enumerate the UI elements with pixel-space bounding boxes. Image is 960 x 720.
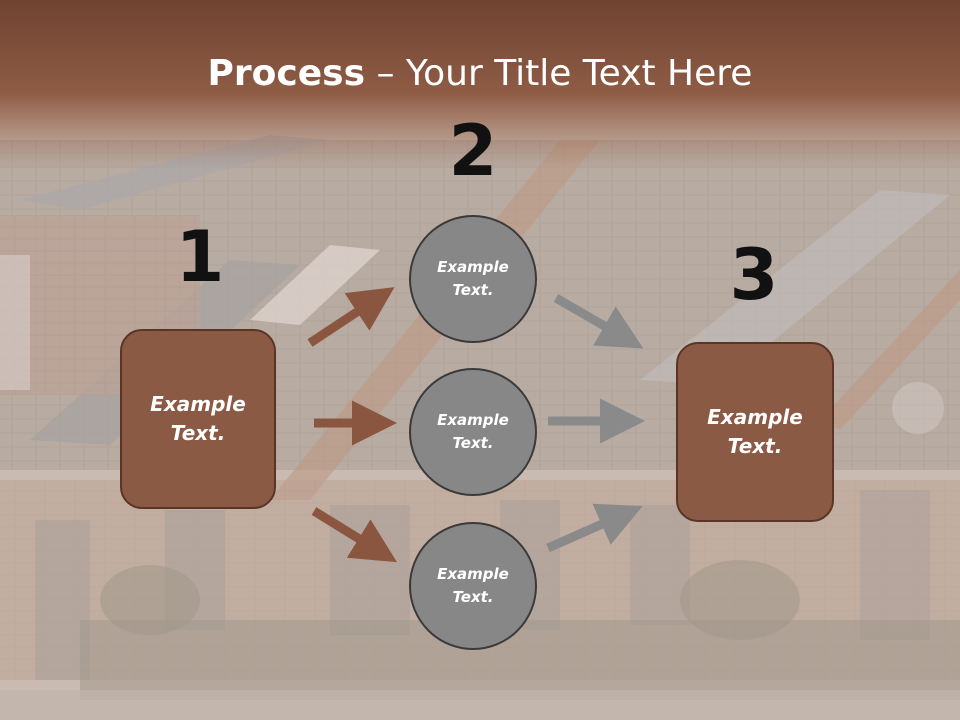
step-number-1: 1 [175, 216, 225, 298]
arrow-box1-to-circle-bottom [311, 507, 397, 563]
slide-title: Process – Your Title Text Here [0, 52, 960, 96]
step-number-2: 2 [448, 110, 498, 192]
step-1-label: Example Text. [150, 392, 246, 445]
step-1-box: Example Text. [120, 329, 276, 509]
step-number-3: 3 [729, 234, 779, 316]
title-bold-word: Process [207, 53, 366, 94]
step-3-label: Example Text. [707, 405, 803, 458]
circle-middle-label: Example Text. [437, 411, 509, 452]
arrow-circle-top-to-box3 [553, 294, 644, 349]
circle-top: Example Text. [409, 215, 537, 343]
title-rest: – Your Title Text Here [365, 53, 753, 94]
step-3-box: Example Text. [676, 342, 834, 522]
circle-bottom-label: Example Text. [437, 565, 509, 606]
circle-top-label: Example Text. [437, 258, 509, 299]
circle-bottom: Example Text. [409, 522, 537, 650]
circle-middle: Example Text. [409, 368, 537, 496]
arrow-circle-bottom-to-box3 [546, 503, 643, 553]
arrow-box1-to-circle-top [307, 287, 395, 347]
